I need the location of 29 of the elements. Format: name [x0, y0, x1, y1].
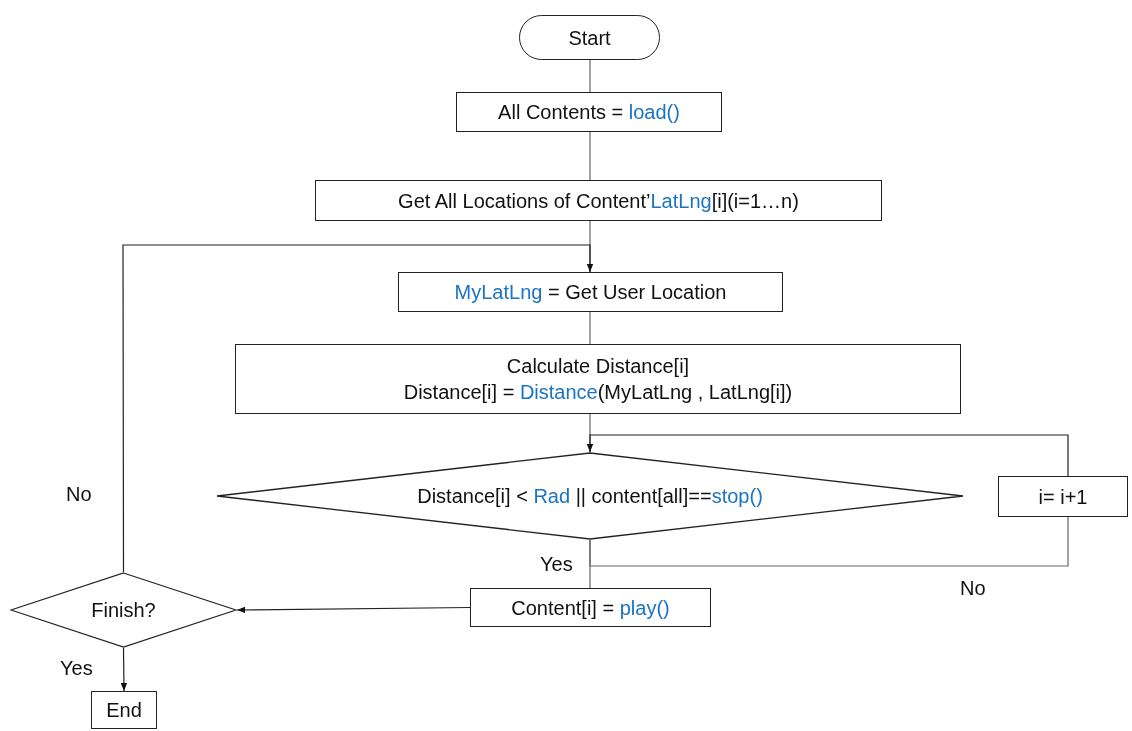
node-text: MyLatLng = Get User Location: [454, 280, 727, 305]
arrow: [122, 244, 594, 573]
process-box: [91, 691, 157, 729]
process-box: [998, 476, 1128, 517]
decision-diamond: [216, 452, 964, 540]
node-text: i= i+1: [1038, 484, 1088, 510]
node-text: Calculate Distance[i]: [506, 354, 690, 379]
process-box: [315, 180, 882, 221]
arrow: [236, 606, 471, 614]
connector-line: [589, 516, 1069, 567]
node-text: Distance[i] < Rad || content[all]==stop(): [417, 484, 763, 509]
connector-line: [589, 311, 591, 345]
node-text: Finish?: [91, 598, 156, 623]
arrow: [120, 647, 128, 692]
process-box: [470, 588, 711, 627]
process-box: [235, 344, 961, 414]
node-text: Content[i] = play(): [511, 595, 670, 621]
arrow: [586, 434, 1069, 477]
node-text: Get All Locations of Content’LatLng[i](i=1…n): [398, 188, 799, 214]
process-box: [398, 272, 783, 312]
node-text: End: [106, 698, 142, 723]
node-text: Distance[i] = Distance(MyLatLng , LatLng[i]): [403, 380, 793, 405]
connector-line: [589, 59, 591, 93]
decision-diamond: [10, 572, 237, 648]
node-text: All Contents = load(): [498, 100, 680, 125]
process-box: [456, 92, 722, 132]
node-text: Start: [568, 25, 611, 51]
terminal-box: [519, 15, 660, 60]
connector-line: [589, 131, 591, 181]
